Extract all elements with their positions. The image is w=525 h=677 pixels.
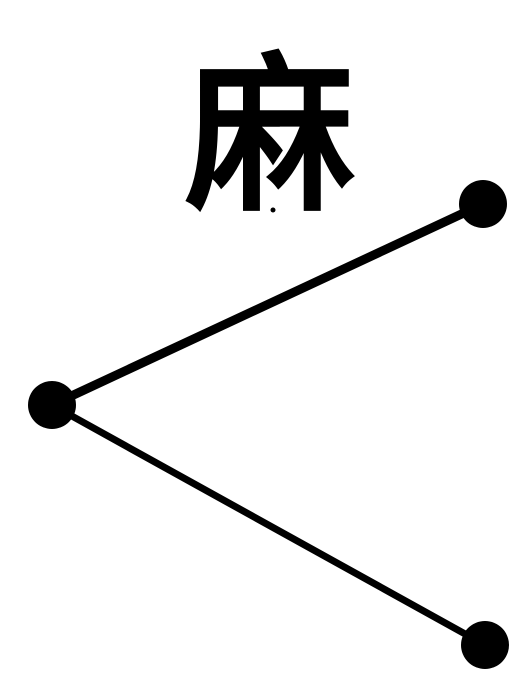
edge-left-to-bottom-right [52,405,485,645]
node-top-right[interactable] [459,180,507,228]
glyph-dot [271,208,276,213]
node-bottom-right[interactable] [461,621,509,669]
character-glyph: 麻 [185,36,355,236]
node-left[interactable] [28,381,76,429]
